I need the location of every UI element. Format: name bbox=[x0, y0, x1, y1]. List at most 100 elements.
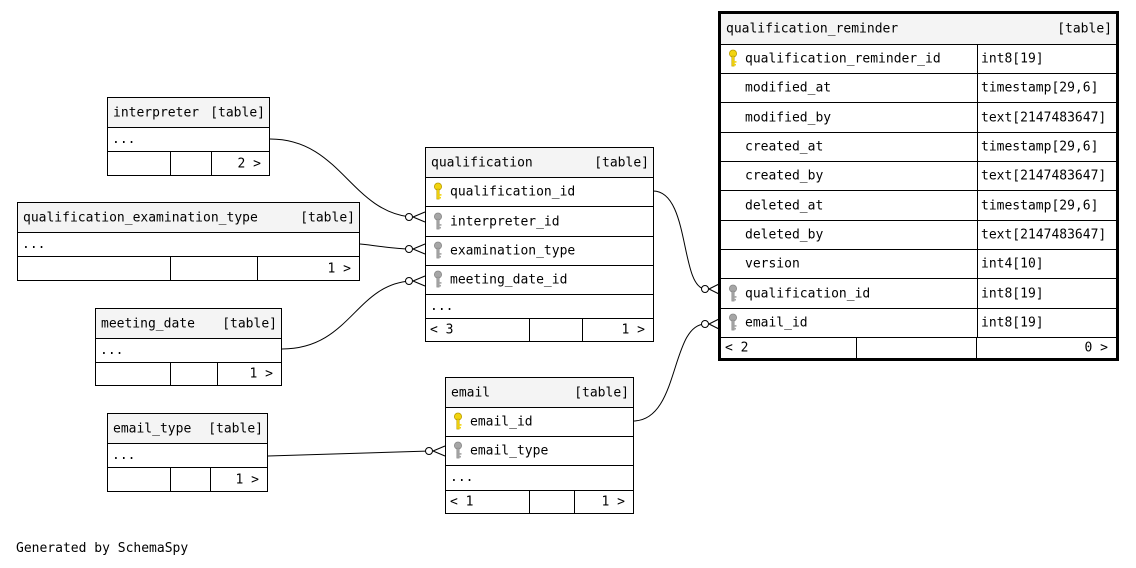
edge-meetingdate-qualification bbox=[281, 280, 411, 350]
column-row[interactable]: email_id int8[19] bbox=[721, 309, 1116, 338]
column-name: meeting_date_id bbox=[450, 272, 568, 288]
column-row[interactable]: qualification_id bbox=[426, 178, 653, 207]
child-count[interactable]: 1 > bbox=[621, 322, 645, 338]
column-divider bbox=[977, 221, 978, 249]
parent-count[interactable]: < 3 bbox=[430, 322, 454, 338]
column-name: qualification_id bbox=[745, 286, 871, 301]
table-header: meeting_date [table] bbox=[96, 309, 281, 339]
child-count[interactable]: 1 > bbox=[249, 366, 273, 382]
primary-key-icon bbox=[729, 49, 737, 67]
column-divider bbox=[977, 279, 978, 308]
table-footer: < 3 1 > bbox=[426, 319, 653, 341]
column-row[interactable]: modified_by text[2147483647] bbox=[721, 103, 1116, 133]
footer-mid-cell bbox=[171, 363, 218, 385]
column-name: modified_at bbox=[745, 80, 832, 96]
edge-emailtype-email-optional-marker bbox=[425, 447, 433, 455]
table-meeting-date[interactable]: meeting_date [table] ... 1 > bbox=[95, 308, 282, 386]
column-divider bbox=[977, 74, 978, 102]
primary-key-icon bbox=[454, 412, 462, 430]
ellipsis-row: ... bbox=[426, 295, 653, 319]
column-name: email_id bbox=[470, 414, 533, 430]
table-footer: 1 > bbox=[18, 257, 359, 280]
edge-email-reminder-optional-marker bbox=[701, 320, 709, 328]
column-name: created_by bbox=[745, 168, 824, 184]
column-row[interactable]: email_type bbox=[446, 437, 633, 466]
footer-right-cell: 1 > bbox=[218, 363, 281, 385]
column-row[interactable]: qualification_id int8[19] bbox=[721, 279, 1116, 309]
column-row[interactable]: meeting_date_id bbox=[426, 266, 653, 295]
column-row[interactable]: version int4[10] bbox=[721, 250, 1116, 279]
edge-emailtype-email bbox=[267, 450, 431, 457]
table-name: qualification_reminder bbox=[726, 21, 899, 37]
table-name: meeting_date bbox=[101, 316, 195, 331]
table-name: qualification bbox=[431, 155, 533, 170]
table-header: email [table] bbox=[446, 378, 633, 408]
ellipsis-text: ... bbox=[430, 298, 454, 314]
ellipsis-row: ... bbox=[446, 466, 633, 491]
column-divider bbox=[977, 162, 978, 190]
ellipsis-text: ... bbox=[450, 469, 474, 485]
column-type: int8[19] bbox=[981, 51, 1044, 67]
child-count[interactable]: 1 > bbox=[601, 494, 625, 510]
parent-count[interactable]: < 1 bbox=[450, 494, 474, 510]
table-footer: 1 > bbox=[96, 363, 281, 385]
column-row[interactable]: email_id bbox=[446, 408, 633, 437]
edge-qualification-reminder-optional-marker bbox=[701, 285, 709, 293]
table-header: email_type [table] bbox=[108, 414, 267, 444]
table-qualification[interactable]: qualification [table] qualification_id i… bbox=[425, 147, 654, 342]
edge-qet-qualification bbox=[359, 243, 411, 250]
table-kind: [table] bbox=[594, 155, 649, 170]
column-row[interactable]: created_by text[2147483647] bbox=[721, 162, 1116, 191]
child-count[interactable]: 2 > bbox=[237, 156, 261, 171]
table-qualification-examination-type[interactable]: qualification_examination_type [table] .… bbox=[17, 202, 360, 281]
column-row[interactable]: deleted_at timestamp[29,6] bbox=[721, 191, 1116, 221]
column-row[interactable]: qualification_reminder_id int8[19] bbox=[721, 45, 1116, 74]
table-kind: [table] bbox=[574, 385, 629, 400]
foreign-key-icon bbox=[729, 284, 737, 301]
column-row[interactable]: modified_at timestamp[29,6] bbox=[721, 74, 1116, 103]
column-type: timestamp[29,6] bbox=[981, 198, 1099, 213]
table-name: interpreter bbox=[113, 105, 200, 120]
foreign-key-icon bbox=[434, 241, 442, 259]
table-qualification-reminder[interactable]: qualification_reminder [table] qualifica… bbox=[718, 11, 1119, 361]
parent-count[interactable]: < 2 bbox=[725, 340, 749, 356]
child-count[interactable]: 0 > bbox=[1084, 340, 1108, 356]
generated-by-credit: Generated by SchemaSpy bbox=[16, 541, 189, 556]
foreign-key-icon bbox=[434, 212, 442, 229]
column-type: text[2147483647] bbox=[981, 168, 1107, 184]
footer-mid-cell bbox=[530, 491, 575, 513]
child-count[interactable]: 1 > bbox=[235, 472, 259, 487]
table-footer: < 1 1 > bbox=[446, 491, 633, 513]
column-type: text[2147483647] bbox=[981, 110, 1107, 125]
footer-right-cell: 1 > bbox=[575, 491, 633, 513]
footer-right-cell: 0 > bbox=[977, 338, 1116, 358]
table-footer: 1 > bbox=[108, 468, 267, 491]
footer-right-cell: 1 > bbox=[258, 257, 359, 280]
column-name: deleted_by bbox=[745, 227, 824, 243]
ellipsis-text: ... bbox=[112, 447, 136, 463]
table-email[interactable]: email [table] email_id email_type ... < … bbox=[445, 377, 634, 514]
column-type: int8[19] bbox=[981, 286, 1044, 301]
child-count[interactable]: 1 > bbox=[327, 261, 351, 276]
column-type: timestamp[29,6] bbox=[981, 80, 1099, 96]
foreign-key-icon bbox=[434, 270, 442, 288]
footer-left-cell bbox=[108, 152, 171, 175]
footer-mid-cell bbox=[171, 152, 212, 175]
foreign-key-icon bbox=[729, 313, 737, 331]
table-header: qualification_examination_type [table] bbox=[18, 203, 359, 233]
column-row[interactable]: deleted_by text[2147483647] bbox=[721, 221, 1116, 250]
table-interpreter[interactable]: interpreter [table] ... 2 > bbox=[107, 97, 270, 176]
table-header: qualification_reminder [table] bbox=[721, 14, 1116, 45]
column-row[interactable]: examination_type bbox=[426, 237, 653, 266]
column-row[interactable]: created_at timestamp[29,6] bbox=[721, 133, 1116, 162]
table-email-type[interactable]: email_type [table] ... 1 > bbox=[107, 413, 268, 492]
table-kind: [table] bbox=[208, 421, 263, 436]
footer-right-cell: 2 > bbox=[212, 152, 269, 175]
column-row[interactable]: interpreter_id bbox=[426, 207, 653, 237]
table-name: qualification_examination_type bbox=[23, 210, 258, 225]
footer-left-cell: < 1 bbox=[446, 491, 530, 513]
column-type: int4[10] bbox=[981, 256, 1044, 272]
column-type: int8[19] bbox=[981, 315, 1044, 331]
ellipsis-row: ... bbox=[108, 444, 267, 468]
column-name: qualification_id bbox=[450, 184, 576, 200]
